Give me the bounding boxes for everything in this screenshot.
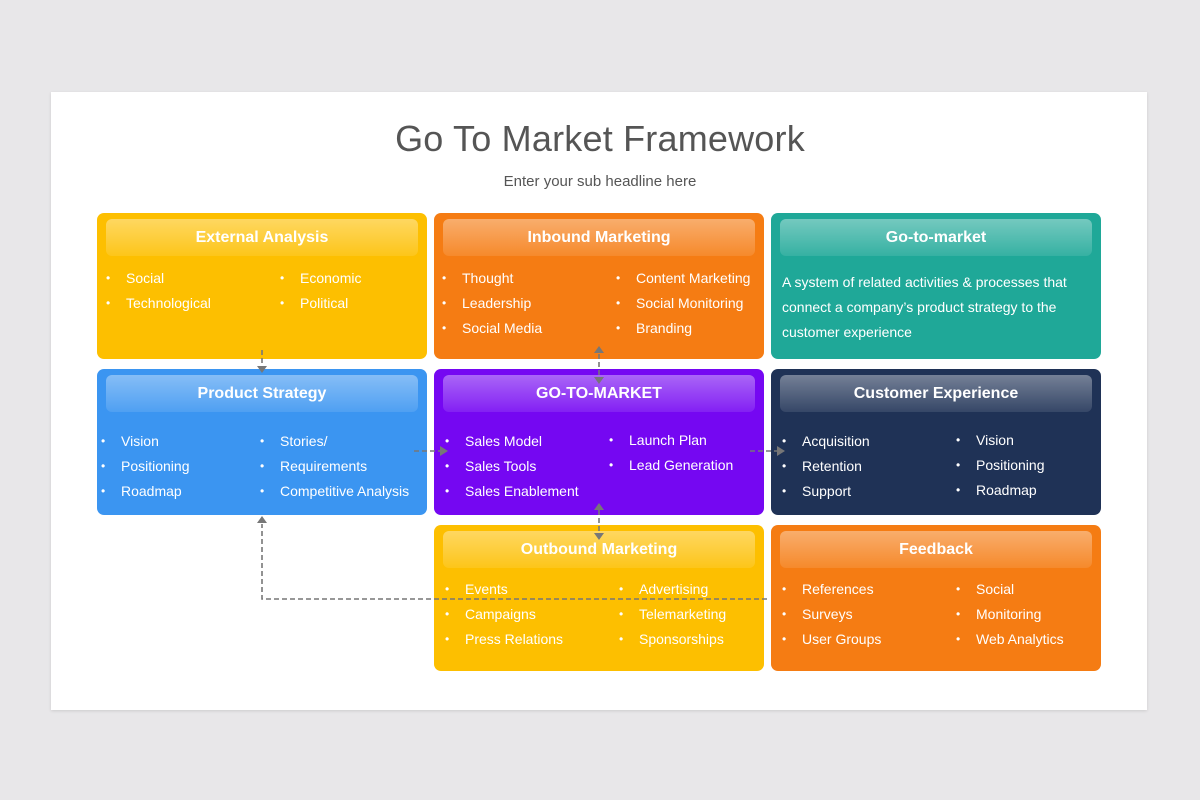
list-item: Competitive Analysis <box>260 479 409 504</box>
list-item: Vision <box>956 428 1045 453</box>
list-item: Advertising <box>619 577 726 602</box>
list-item: Events <box>445 577 563 602</box>
list-item: Lead Generation <box>609 453 733 478</box>
card-title: Outbound Marketing <box>443 531 755 568</box>
card-list-right: Stories/RequirementsCompetitive Analysis <box>260 429 409 504</box>
list-item: Press Relations <box>445 627 563 652</box>
go-to-market-center-card: GO-TO-MARKET Sales ModelSales ToolsSales… <box>434 369 764 515</box>
list-item: Economic <box>280 266 361 291</box>
card-list-left: ReferencesSurveysUser Groups <box>782 577 881 652</box>
list-item: Positioning <box>101 454 190 479</box>
card-title: Go-to-market <box>780 219 1092 256</box>
list-item: User Groups <box>782 627 881 652</box>
list-item: Monitoring <box>956 602 1064 627</box>
list-item: Retention <box>782 454 870 479</box>
list-item: Sales Tools <box>445 454 579 479</box>
inbound-marketing-card: Inbound Marketing ThoughtLeadershipSocia… <box>434 213 764 359</box>
list-item: Social <box>956 577 1064 602</box>
go-to-market-definition-card: Go-to-market A system of related activit… <box>771 213 1101 359</box>
card-title: External Analysis <box>106 219 418 256</box>
list-item: Technological <box>106 291 211 316</box>
list-item: Sales Model <box>445 429 579 454</box>
card-list-left: EventsCampaignsPress Relations <box>445 577 563 652</box>
card-list-right: EconomicPolitical <box>280 266 361 316</box>
list-item: Thought <box>442 266 542 291</box>
card-list-right: VisionPositioningRoadmap <box>956 428 1045 503</box>
card-title: Inbound Marketing <box>443 219 755 256</box>
card-title: GO-TO-MARKET <box>443 375 755 412</box>
external-analysis-card: External Analysis SocialTechnological Ec… <box>97 213 427 359</box>
list-item: Sponsorships <box>619 627 726 652</box>
list-item: Roadmap <box>956 478 1045 503</box>
list-item: Roadmap <box>101 479 190 504</box>
list-item: Positioning <box>956 453 1045 478</box>
list-item: Sales Enablement <box>445 479 579 504</box>
list-item: Launch Plan <box>609 428 733 453</box>
card-list-left: SocialTechnological <box>106 266 211 316</box>
list-item: Requirements <box>260 454 409 479</box>
list-item: References <box>782 577 881 602</box>
card-list-left: VisionPositioningRoadmap <box>101 429 190 504</box>
list-item: Support <box>782 479 870 504</box>
list-item: Branding <box>616 316 750 341</box>
card-title: Feedback <box>780 531 1092 568</box>
list-item: Social Monitoring <box>616 291 750 316</box>
list-item: Social Media <box>442 316 542 341</box>
list-item: Campaigns <box>445 602 563 627</box>
card-list-right: AdvertisingTelemarketingSponsorships <box>619 577 726 652</box>
card-list-left: AcquisitionRetentionSupport <box>782 429 870 504</box>
card-title: Product Strategy <box>106 375 418 412</box>
list-item: Leadership <box>442 291 542 316</box>
list-item: Stories/ <box>260 429 409 454</box>
page-title: Go To Market Framework <box>395 118 805 159</box>
card-description: A system of related activities & process… <box>782 274 1067 340</box>
list-item: Content Marketing <box>616 266 750 291</box>
outbound-marketing-card: Outbound Marketing EventsCampaignsPress … <box>434 525 764 671</box>
list-item: Web Analytics <box>956 627 1064 652</box>
list-item: Political <box>280 291 361 316</box>
customer-experience-card: Customer Experience AcquisitionRetention… <box>771 369 1101 515</box>
product-strategy-card: Product Strategy VisionPositioningRoadma… <box>97 369 427 515</box>
list-item: Telemarketing <box>619 602 726 627</box>
card-list-left: Sales ModelSales ToolsSales Enablement <box>445 429 579 504</box>
card-title: Customer Experience <box>780 375 1092 412</box>
list-item: Vision <box>101 429 190 454</box>
card-list-left: ThoughtLeadershipSocial Media <box>442 266 542 341</box>
card-list-right: Launch PlanLead Generation <box>609 428 733 478</box>
list-item: Acquisition <box>782 429 870 454</box>
feedback-card: Feedback ReferencesSurveysUser Groups So… <box>771 525 1101 671</box>
list-item: Surveys <box>782 602 881 627</box>
page-subtitle: Enter your sub headline here <box>503 173 697 190</box>
card-list-right: Content MarketingSocial MonitoringBrandi… <box>616 266 750 341</box>
card-list-right: SocialMonitoringWeb Analytics <box>956 577 1064 652</box>
list-item: Social <box>106 266 211 291</box>
